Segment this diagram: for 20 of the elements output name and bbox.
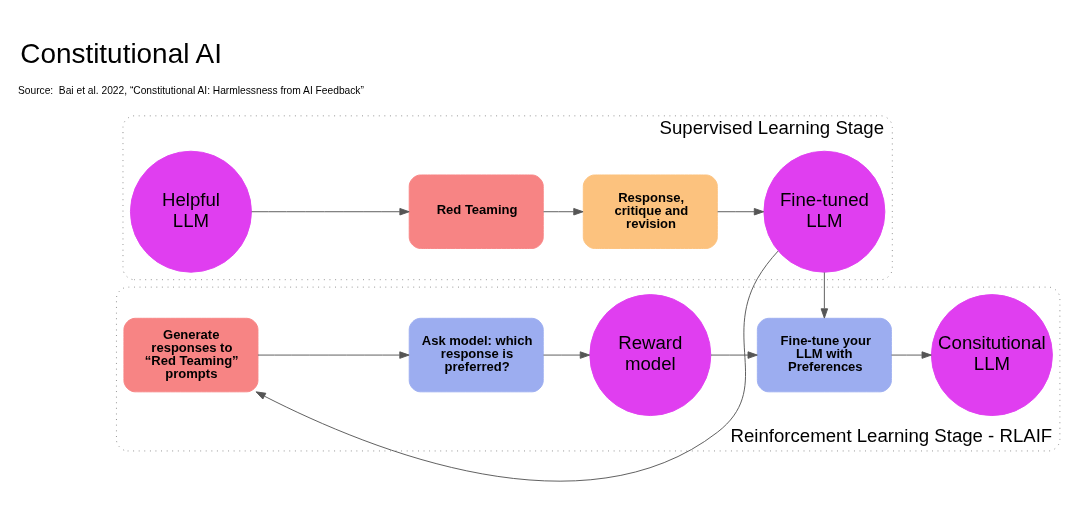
node-circle: Consitutional LLM <box>930 293 1053 416</box>
arrow <box>543 207 584 215</box>
node-box: Ask model: which response is preferred? <box>408 317 544 392</box>
node-box: Generate responses to “Red Teaming” prompts <box>123 317 259 392</box>
node-box: Fine-tune your LLM with Preferences <box>756 317 892 392</box>
arrow <box>543 350 590 359</box>
arrow <box>891 350 932 359</box>
arrow <box>251 207 410 215</box>
node-box: Response, critique and revision <box>582 174 718 249</box>
diagram-title: Constitutional AI <box>20 37 222 69</box>
arrow <box>710 350 758 359</box>
node-circle: Reward model <box>589 293 712 416</box>
node-circle: Helpful LLM <box>129 150 252 273</box>
arrow <box>717 207 765 215</box>
arrow <box>255 250 779 482</box>
arrow <box>257 350 410 359</box>
caption: Source: Bai et al. 2022, “Constitutional AI: Harmlessness from AI Feedback” <box>17 84 364 96</box>
node-box: Red Teaming <box>408 174 544 249</box>
arrow <box>820 271 829 319</box>
node-circle: Fine-tuned LLM <box>763 150 886 273</box>
